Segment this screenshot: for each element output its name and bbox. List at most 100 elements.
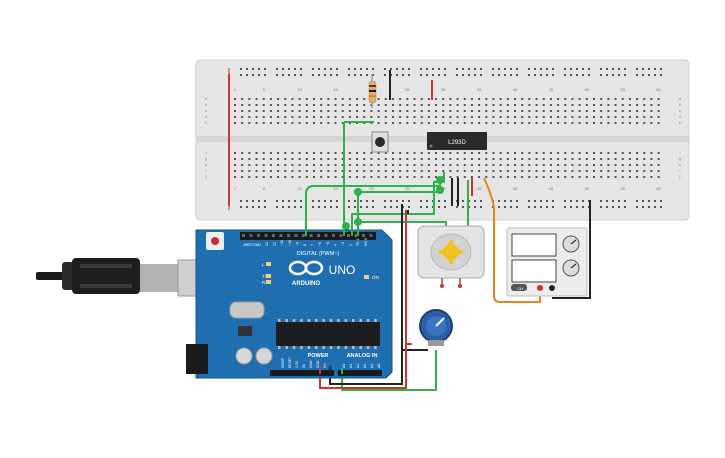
potentiometer[interactable] [419, 309, 453, 346]
digital-pin-label: ~9 [295, 242, 299, 246]
arduino-infinity-logo-icon [288, 260, 324, 276]
column-number: 25 [405, 87, 410, 92]
wire-orange-supply[interactable] [483, 177, 541, 303]
black-wires-ic[interactable] [451, 178, 591, 299]
row-letter: i [206, 168, 207, 173]
resistor[interactable] [368, 74, 377, 108]
column-number: 35 [477, 186, 482, 191]
motor-gear-icon [439, 240, 463, 264]
column-number: 1 [234, 87, 237, 92]
row-letter: d [679, 114, 681, 119]
row-letter: b [679, 102, 682, 107]
on-label: ON [372, 275, 379, 280]
wire-green-enable [351, 172, 445, 230]
power-header [270, 370, 334, 376]
power-pin-label: 3.3V [295, 360, 299, 368]
dc-jack [186, 344, 208, 374]
regulator [238, 326, 252, 336]
green-wires[interactable] [305, 121, 469, 391]
analog-pin-label: A4 [370, 364, 374, 368]
digital-pin-label: ~11 [280, 240, 284, 246]
column-number: 15 [333, 87, 338, 92]
column-number: 60 [656, 87, 661, 92]
row-letter: j [679, 174, 681, 179]
column-number: 20 [369, 186, 374, 191]
column-number: 60 [656, 186, 661, 191]
row-letter: g [679, 156, 681, 161]
analog-pin-label: A1 [349, 364, 353, 368]
capacitor-left [235, 347, 253, 365]
supply-switch[interactable] [511, 284, 527, 291]
analog-pin-label: A0 [342, 364, 346, 368]
row-letter: d [205, 114, 207, 119]
aref-label: AREF [243, 243, 252, 247]
column-number: 40 [513, 186, 518, 191]
analog-label: ANALOG IN [347, 353, 378, 359]
column-number: 1 [234, 186, 237, 191]
digital-pin-label: ~10 [288, 240, 292, 246]
power-wires[interactable] [319, 204, 428, 389]
column-number: 55 [620, 87, 625, 92]
digital-header-pins [242, 234, 373, 237]
column-number: 30 [441, 87, 446, 92]
row-letter: a [679, 96, 682, 101]
tx-label: TX [262, 274, 268, 279]
column-number: 15 [333, 186, 338, 191]
digital-header [240, 232, 376, 240]
row-letter: e [679, 120, 682, 125]
row-letter: j [205, 174, 207, 179]
gnd-label: GND [253, 243, 261, 247]
header-wires[interactable] [305, 224, 359, 374]
analog-pin-label: A2 [356, 364, 360, 368]
column-number: 50 [585, 186, 590, 191]
wire-green-pot [341, 350, 437, 391]
row-letter: g [205, 156, 207, 161]
arduino-brand: ARDUINO [292, 281, 320, 287]
ic-label: L293D [448, 140, 466, 146]
digital-pin-label: ~6 [318, 242, 322, 246]
power-supply[interactable]: CH [506, 227, 588, 297]
rx-label: RX [262, 280, 268, 285]
digital-label: DIGITAL (PWM~) [297, 251, 340, 257]
row-letter: f [205, 150, 207, 155]
usb-cable[interactable] [36, 258, 211, 297]
power-label: POWER [308, 353, 329, 359]
digital-pin-label: ~5 [326, 242, 330, 246]
analog-pin-label: A3 [363, 364, 367, 368]
push-button[interactable] [371, 131, 389, 153]
digital-pin-label: 13 [265, 242, 269, 246]
digital-pin-label: 4 [333, 244, 337, 246]
capacitor-right [255, 347, 273, 365]
row-letter: h [205, 162, 207, 167]
column-number: 45 [549, 186, 554, 191]
analog-header [338, 370, 382, 376]
column-number: 45 [549, 87, 554, 92]
column-number: 50 [585, 87, 590, 92]
voltage-display [511, 233, 557, 257]
digital-pin-label: 2 [349, 244, 353, 246]
power-pin-label: RESET [288, 357, 292, 368]
dc-motor[interactable] [417, 225, 485, 288]
crystal [229, 301, 265, 319]
column-number: 10 [297, 186, 302, 191]
row-letter: e [205, 120, 208, 125]
column-number: 10 [297, 87, 302, 92]
analog-pin-label: A5 [377, 364, 381, 368]
l-led-label: L [262, 262, 265, 267]
row-letter: b [205, 102, 208, 107]
column-number: 5 [263, 87, 266, 92]
wire-green-long [305, 185, 440, 230]
column-number: 55 [620, 186, 625, 191]
row-letter: c [679, 108, 681, 113]
supply-terminal-positive [537, 285, 543, 291]
atmega-chip [276, 322, 380, 346]
current-display [511, 259, 557, 283]
row-letter: a [205, 96, 208, 101]
digital-pin-label: 8 [303, 244, 307, 246]
l293d-chip[interactable]: L293D [427, 132, 487, 150]
